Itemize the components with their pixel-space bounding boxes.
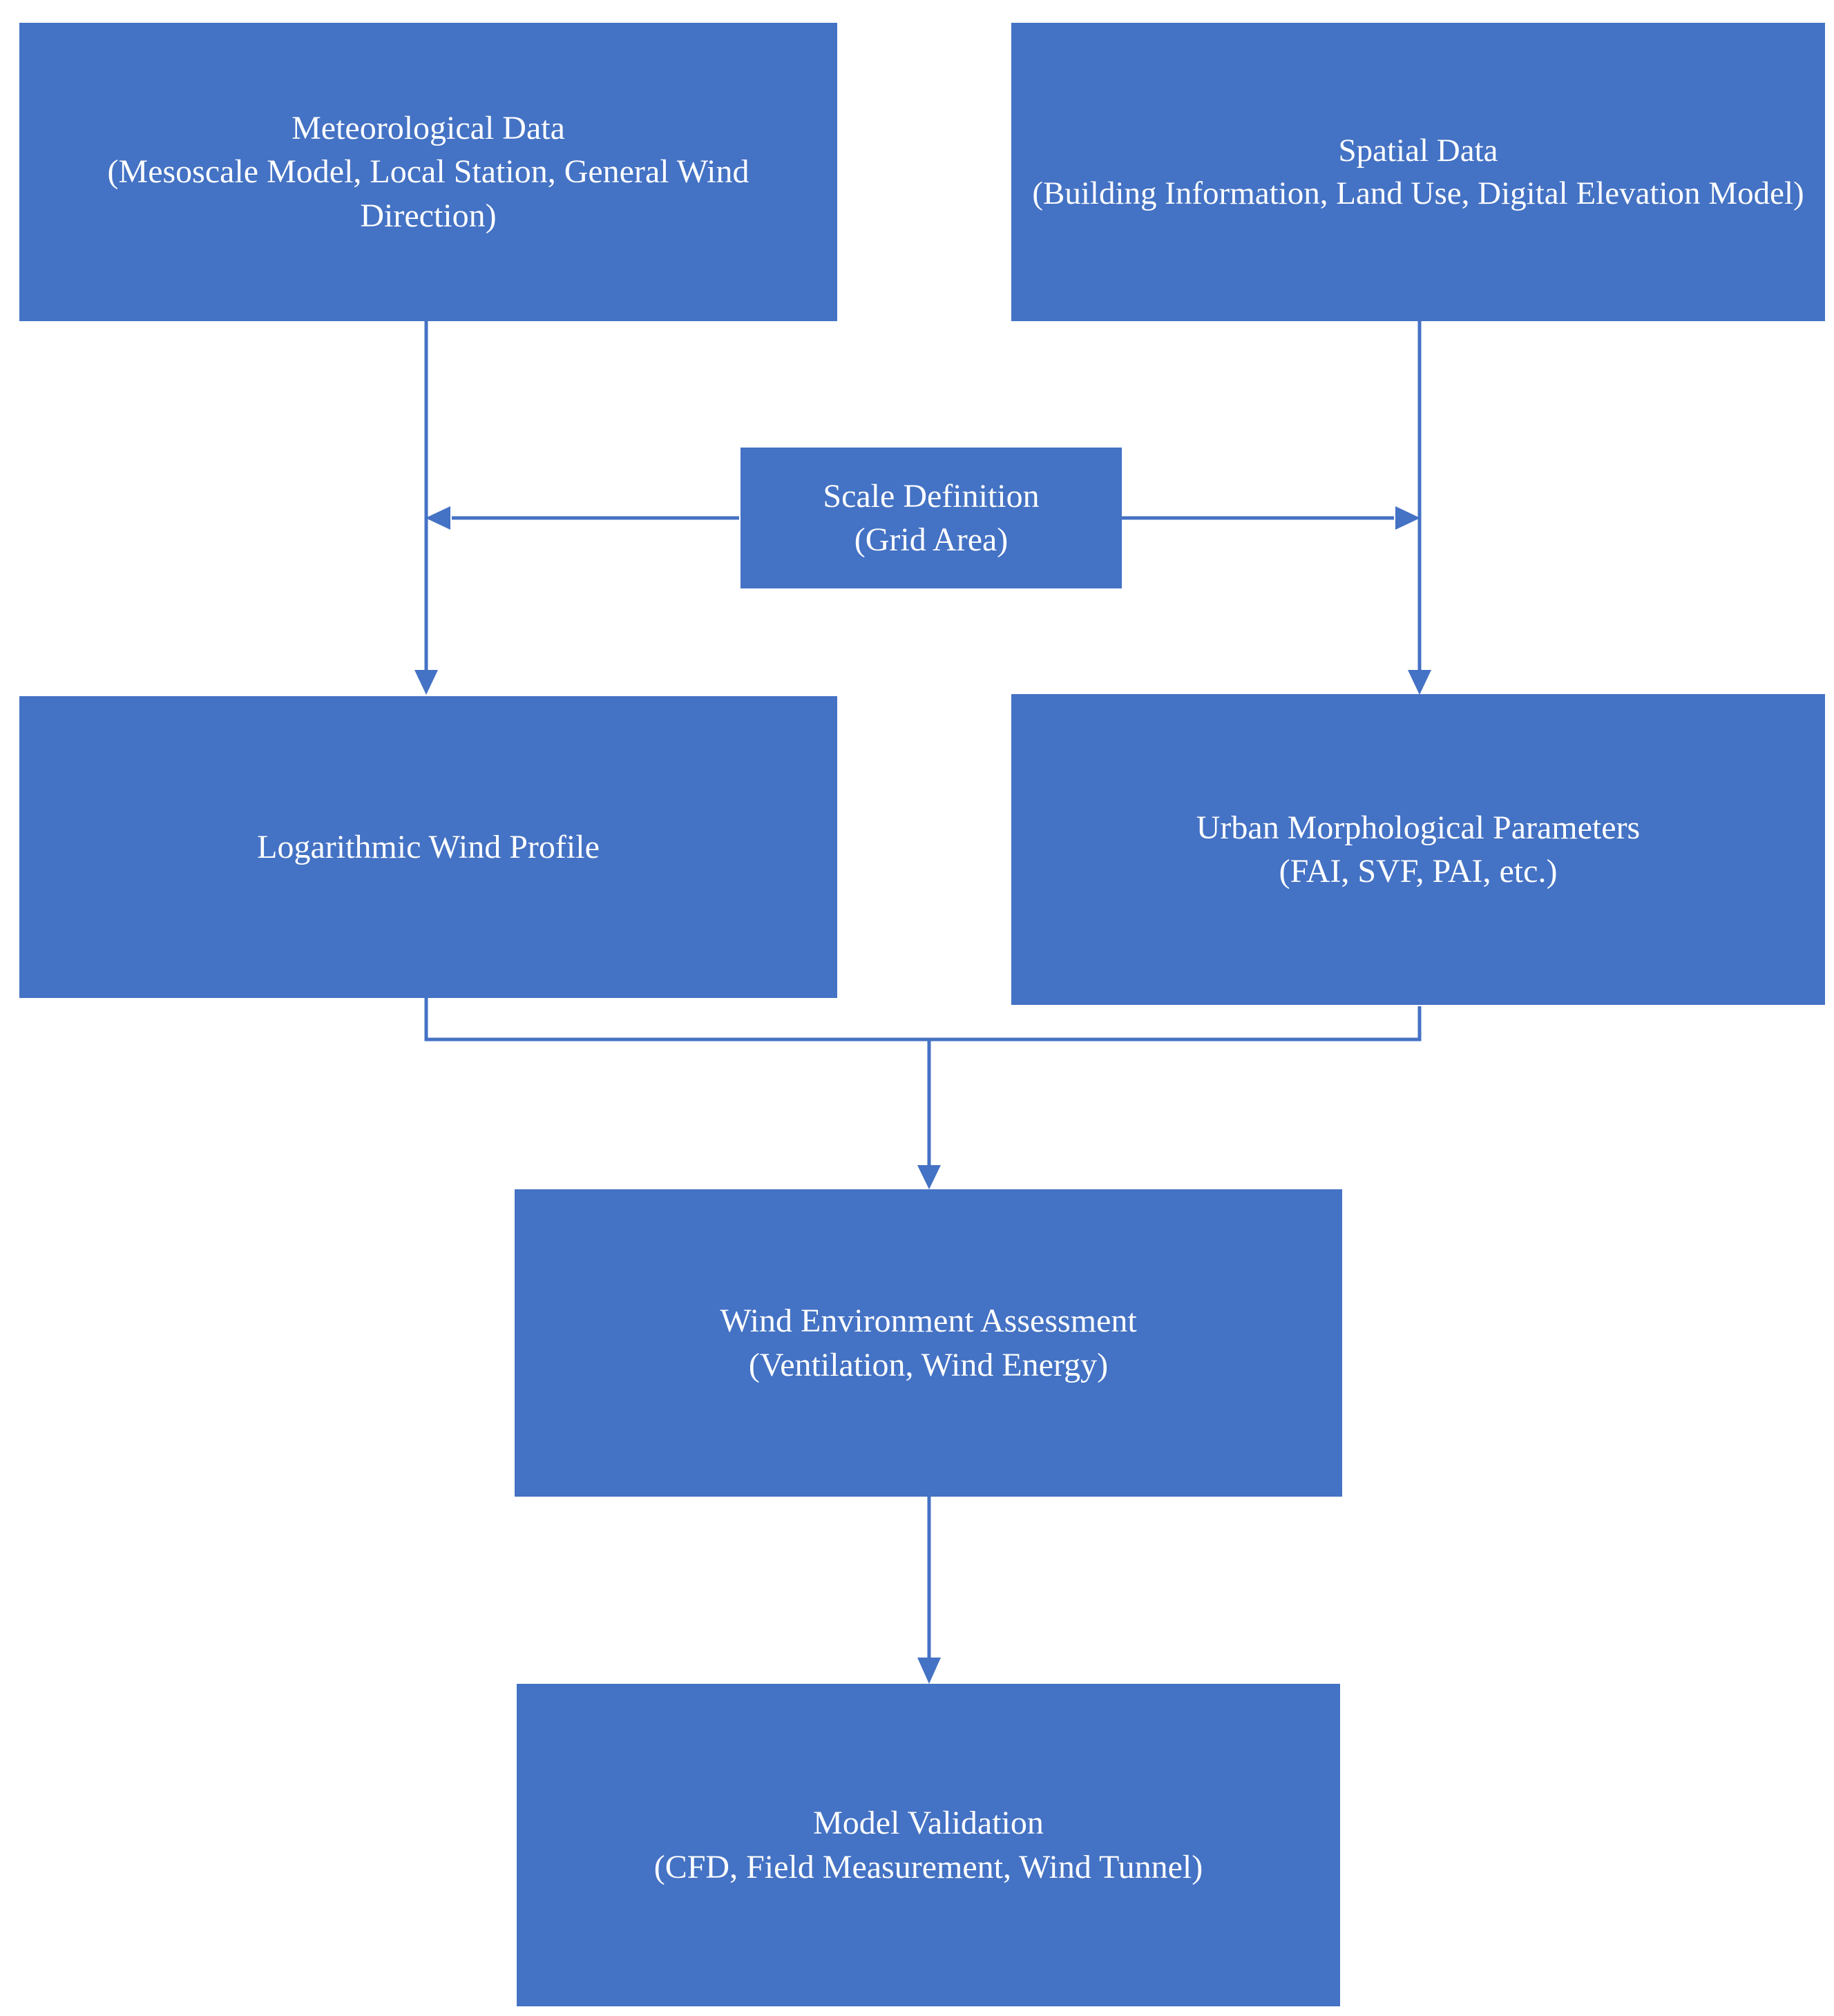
arrow-meteorological-to-wind-profile (414, 321, 438, 695)
node-subtitle: (Building Information, Land Use, Digital… (1032, 175, 1804, 211)
arrowhead-down-bottom-icon (917, 1658, 941, 1684)
node-meteorological-data: Meteorological Data (Mesoscale Model, Lo… (19, 23, 837, 321)
node-scale-definition: Scale Definition (Grid Area) (741, 448, 1122, 588)
merge-connector-to-assessment (424, 997, 1422, 1189)
node-title: Spatial Data (1338, 132, 1498, 169)
node-subtitle: (Ventilation, Wind Energy) (748, 1346, 1109, 1383)
node-title: Meteorological Data (292, 109, 565, 146)
node-subtitle: (FAI, SVF, PAI, etc.) (1279, 853, 1558, 890)
node-subtitle: (Mesoscale Model, Local Station, General… (107, 153, 749, 234)
node-logarithmic-wind-profile: Logarithmic Wind Profile (19, 696, 837, 998)
arrow-spatial-to-urban-morphology (1408, 321, 1431, 695)
arrow-assessment-to-validation (917, 1497, 941, 1684)
node-subtitle: (Grid Area) (854, 521, 1009, 558)
node-title: Logarithmic Wind Profile (257, 828, 600, 865)
node-wind-environment-assessment: Wind Environment Assessment (Ventilation… (515, 1189, 1342, 1497)
arrowhead-down-center-icon (917, 1165, 941, 1189)
node-title: Scale Definition (823, 477, 1040, 515)
node-subtitle: (CFD, Field Measurement, Wind Tunnel) (653, 1848, 1203, 1885)
node-spatial-data: Spatial Data (Building Information, Land… (1011, 23, 1825, 321)
node-model-validation: Model Validation (CFD, Field Measurement… (517, 1684, 1340, 2006)
node-title: Model Validation (813, 1805, 1044, 1842)
arrowhead-left-icon (426, 506, 450, 530)
node-title: Wind Environment Assessment (720, 1303, 1137, 1340)
node-title: Urban Morphological Parameters (1196, 809, 1641, 846)
arrow-scale-to-left-branch (426, 506, 739, 530)
arrowhead-down-right-icon (1408, 670, 1431, 695)
arrow-scale-to-right-branch (1120, 506, 1420, 530)
arrowhead-right-icon (1395, 506, 1420, 530)
arrowhead-down-left-icon (414, 670, 438, 695)
node-urban-morphological-parameters: Urban Morphological Parameters (FAI, SVF… (1011, 694, 1825, 1005)
